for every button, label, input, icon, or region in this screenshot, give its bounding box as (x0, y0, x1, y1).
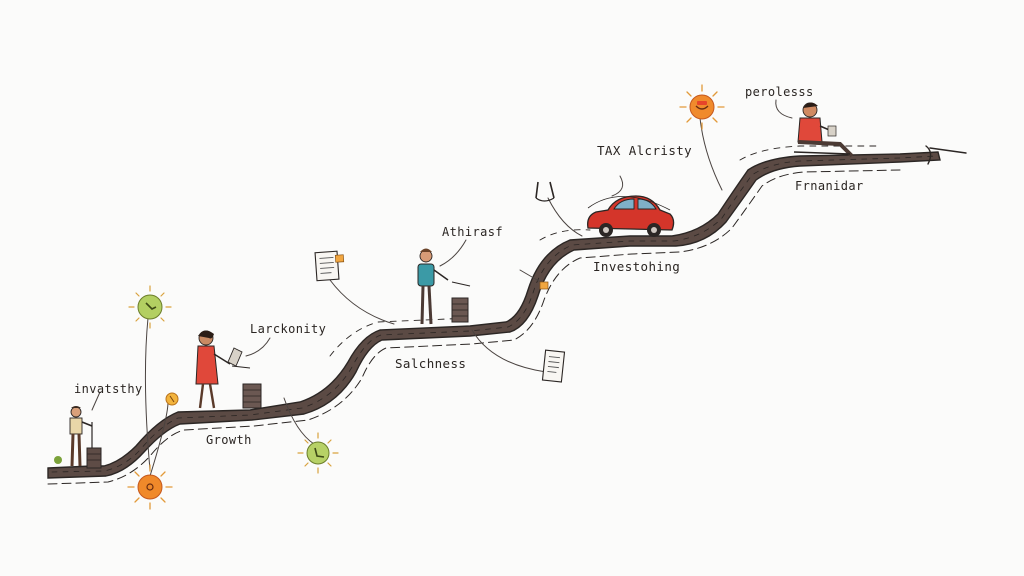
person-lardonity (195, 330, 251, 409)
coin-stack (86, 447, 102, 469)
person-saver (69, 406, 93, 467)
person-athirasf (417, 248, 471, 325)
coin-icon (165, 392, 179, 406)
road-path (47, 145, 967, 485)
person-perolesss (793, 102, 854, 158)
document-icon (314, 250, 345, 282)
coin-icon (539, 281, 549, 290)
car-icon (587, 195, 675, 237)
coin-stack (242, 383, 262, 409)
sun-icon (679, 84, 725, 130)
document-icon (541, 349, 566, 383)
label-perolesss: perolesss (745, 85, 814, 99)
road-outer-sketch (47, 169, 901, 485)
label-salchness: Salchness (395, 356, 466, 371)
road-center-line (51, 155, 937, 473)
scale-icon (535, 181, 555, 202)
road-end-arrow (925, 145, 967, 165)
label-investing: Investohing (593, 259, 680, 274)
plant-sprout (54, 456, 62, 464)
clock-icon (128, 285, 172, 329)
label-finandar: Frnanidar (795, 179, 864, 193)
label-lardonity: Larckonity (250, 322, 326, 336)
label-growth: Growth (206, 433, 252, 447)
label-tax: TAX Alcristy (597, 143, 692, 158)
road-fill (47, 151, 941, 479)
sun-icon (127, 464, 173, 510)
coin-stack (451, 297, 469, 323)
label-start: invatsthy (74, 382, 143, 396)
label-athirasf: Athirasf (442, 225, 503, 239)
road-top-sketch (329, 145, 881, 357)
clock-icon (297, 432, 339, 474)
